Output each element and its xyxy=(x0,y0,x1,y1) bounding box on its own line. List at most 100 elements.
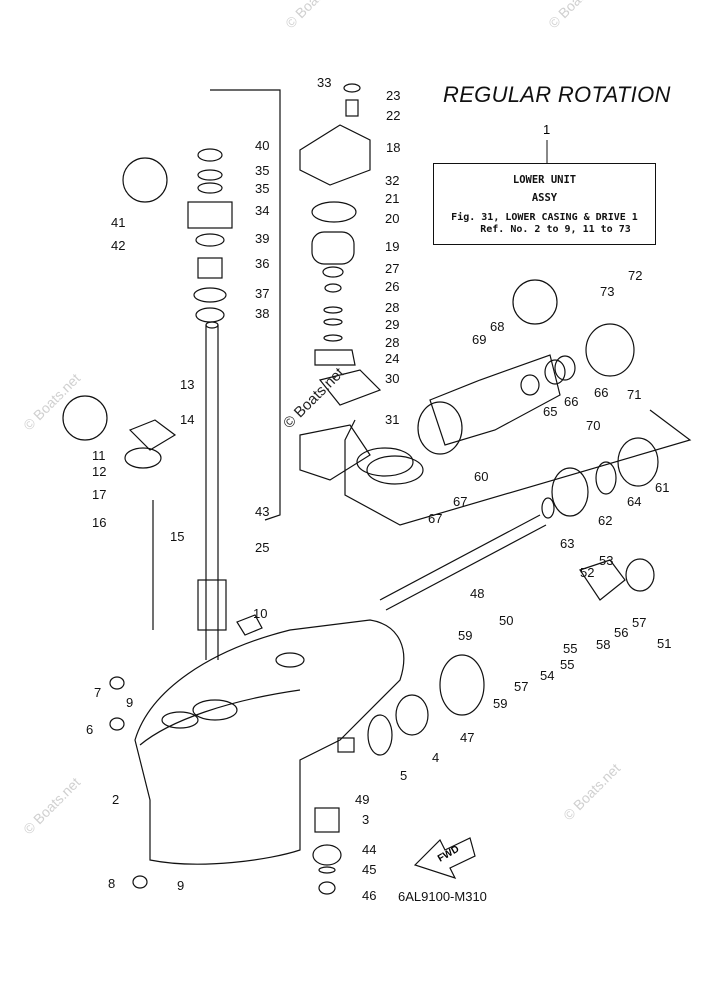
part-46-nut xyxy=(318,881,336,895)
part-number-label: 70 xyxy=(586,418,600,433)
part-61-bearing xyxy=(617,437,659,487)
part-number-label: 71 xyxy=(627,387,641,402)
part-number-label: 67 xyxy=(428,511,442,526)
part-66a-shape xyxy=(544,359,566,385)
part-19-shape xyxy=(311,231,355,265)
part-34-shape xyxy=(187,201,233,229)
part-number-label: 61 xyxy=(655,480,669,495)
fwd-arrow-icon xyxy=(413,837,476,880)
part-65-shape xyxy=(520,374,540,396)
part-53-spring xyxy=(625,558,655,592)
fwd-label: FWD xyxy=(436,844,461,865)
part-number-label: 21 xyxy=(385,191,399,206)
part-number-label: 14 xyxy=(180,412,194,427)
part-31-gasket xyxy=(299,424,371,481)
part-number-label: 35 xyxy=(255,163,269,178)
part-67-oring-b xyxy=(356,447,414,477)
info-line-1: LOWER UNIT xyxy=(512,174,577,186)
part-number-label: 53 xyxy=(599,553,613,568)
part-number-label: 66 xyxy=(594,385,608,400)
part-49-shape xyxy=(337,737,355,753)
part-29-shape xyxy=(323,318,343,326)
part-number-label: 18 xyxy=(386,140,400,155)
part-number-label: 22 xyxy=(386,108,400,123)
diagram-title: REGULAR ROTATION xyxy=(443,82,671,107)
part-number-label: 46 xyxy=(362,888,376,903)
part-number-labels: 3323221832212019272628292824303140353534… xyxy=(86,75,671,903)
part-number-label: 64 xyxy=(627,494,641,509)
prop-shaft-upper xyxy=(379,514,541,601)
part-47-gear xyxy=(439,654,485,716)
part-number-label: 17 xyxy=(92,487,106,502)
part-62-gear xyxy=(551,467,589,517)
part-6-shape xyxy=(109,717,125,731)
part-36-shape xyxy=(197,257,223,279)
part-number-label: 58 xyxy=(596,637,610,652)
part-number-label: 28 xyxy=(385,335,399,350)
part-38-shape xyxy=(195,307,225,323)
part-number-label: 2 xyxy=(112,792,119,807)
part-number-label: 33 xyxy=(317,75,331,90)
part-number-label: 7 xyxy=(94,685,101,700)
part-number-label: 9 xyxy=(126,695,133,710)
part-number-label: 38 xyxy=(255,306,269,321)
part-37-shape xyxy=(193,287,227,303)
part-22-shape xyxy=(345,99,359,117)
part-number-label: 44 xyxy=(362,842,376,857)
part-40-shape xyxy=(197,148,223,162)
part-5-shim xyxy=(367,714,393,756)
part-number-label: 50 xyxy=(499,613,513,628)
part-39-shape xyxy=(195,233,225,247)
part-number-label: 51 xyxy=(657,636,671,651)
sealant-inset-circle-3 xyxy=(512,279,558,325)
info-box-leader: 1 xyxy=(543,122,550,164)
part-number-label: 34 xyxy=(255,203,269,218)
part-number-label: 12 xyxy=(92,464,106,479)
part-23-shape xyxy=(343,83,361,93)
part-number-label: 72 xyxy=(628,268,642,283)
part-number-label: 54 xyxy=(540,668,554,683)
part-number-label: 4 xyxy=(432,750,439,765)
part-number-label: 23 xyxy=(386,88,400,103)
part-60-housing xyxy=(429,354,561,446)
part-number-label: 55 xyxy=(560,657,574,672)
part-number-label: 3 xyxy=(362,812,369,827)
part-number-label: 13 xyxy=(180,377,194,392)
part-number-label: 24 xyxy=(385,351,399,366)
part-number-label: 36 xyxy=(255,256,269,271)
part-number-label: 43 xyxy=(255,504,269,519)
part-number-label: 9 xyxy=(177,878,184,893)
part-number-label: 56 xyxy=(614,625,628,640)
part-number-label: 26 xyxy=(385,279,399,294)
shaft-group-bracket xyxy=(210,89,281,521)
part-number-label: 16 xyxy=(92,515,106,530)
part-number-label: 8 xyxy=(108,876,115,891)
part-number-label: 29 xyxy=(385,317,399,332)
part-52-clutch xyxy=(579,559,626,601)
part-number-label: 6 xyxy=(86,722,93,737)
part-number-label: 49 xyxy=(355,792,369,807)
part-63-shape xyxy=(541,497,555,519)
part-number-label: 5 xyxy=(400,768,407,783)
part-67-oring-a xyxy=(366,455,424,485)
part-number-label: 65 xyxy=(543,404,557,419)
part-number-label: 63 xyxy=(560,536,574,551)
part-number-label: 41 xyxy=(111,215,125,230)
part-27-shape xyxy=(322,266,344,278)
part-44-pinion xyxy=(312,844,342,866)
info-box-part-number: 1 xyxy=(543,122,550,137)
part-number-label: 20 xyxy=(385,211,399,226)
part-35b-shape xyxy=(197,182,223,194)
part-30-shape xyxy=(318,369,382,406)
part-28b-shape xyxy=(323,334,343,342)
part-18-shape xyxy=(299,124,371,186)
part-number-label: 31 xyxy=(385,412,399,427)
part-number-label: 68 xyxy=(490,319,504,334)
part-45-washer xyxy=(318,866,336,874)
part-number-label: 40 xyxy=(255,138,269,153)
part-35a-shape xyxy=(197,169,223,181)
part-4-bearing xyxy=(395,694,429,736)
part-number-label: 57 xyxy=(514,679,528,694)
lower-unit-info-box: LOWER UNIT ASSY Fig. 31, LOWER CASING & … xyxy=(433,163,656,245)
